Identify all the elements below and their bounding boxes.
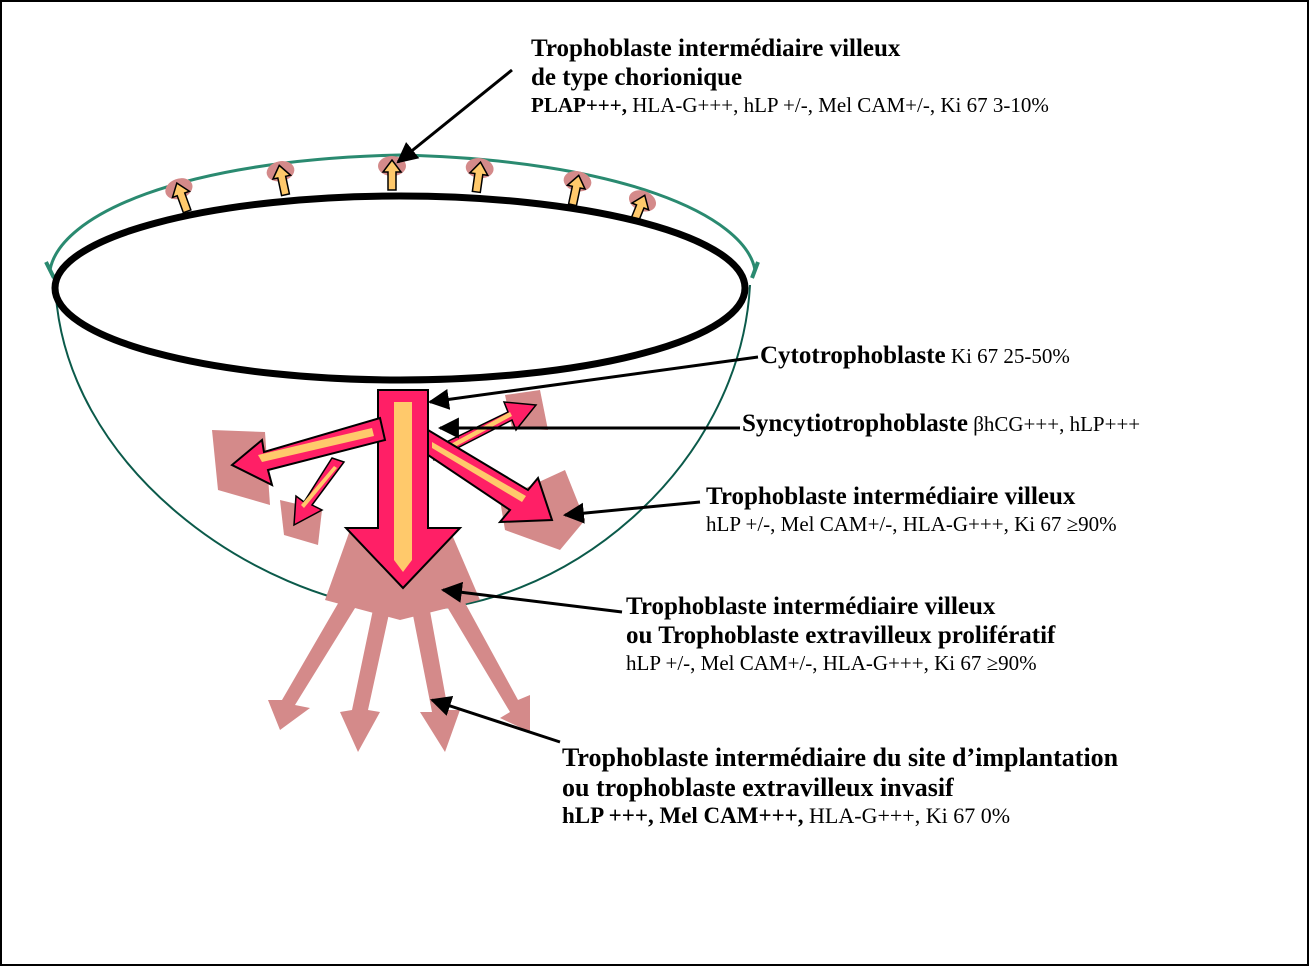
villous-ellipse (55, 196, 745, 380)
cytotrophoblaste-markers: Ki 67 25-50% (946, 344, 1070, 368)
left-arrow (232, 418, 385, 485)
invasif-title-1: Trophoblaste intermédiaire du site d’imp… (562, 743, 1118, 773)
invasif-title-2: ou trophoblaste extravilleux invasif (562, 773, 1118, 803)
syncytiotrophoblaste-markers: βhCG+++, hLP+++ (968, 412, 1140, 436)
villeux-markers: hLP +/-, Mel CAM+/-, HLA-G+++, Ki 67 ≥90… (706, 512, 1117, 536)
label-chorionique: Trophoblaste intermédiaire villeux de ty… (531, 35, 1049, 117)
label-villeux: Trophoblaste intermédiaire villeux hLP +… (706, 483, 1117, 536)
invasif-markers: HLA-G+++, Ki 67 0% (804, 803, 1010, 828)
proliferatif-title-2: ou Trophoblaste extravilleux proliférati… (626, 622, 1055, 651)
label-invasif: Trophoblaste intermédiaire du site d’imp… (562, 743, 1118, 829)
cytotrophoblaste-title: Cytotrophoblaste (760, 342, 946, 369)
chorionique-title-2: de type chorionique (531, 64, 1049, 93)
chorionique-title-1: Trophoblaste intermédiaire villeux (531, 35, 1049, 64)
label-syncytiotrophoblaste: Syncytiotrophoblaste βhCG+++, hLP+++ (742, 410, 1140, 439)
chorionique-markers-bold: PLAP+++, (531, 93, 627, 117)
villeux-title: Trophoblaste intermédiaire villeux (706, 483, 1117, 512)
label-proliferatif: Trophoblaste intermédiaire villeux ou Tr… (626, 593, 1055, 675)
right-arrow (428, 430, 552, 522)
chorionique-markers: HLA-G+++, hLP +/-, Mel CAM+/-, Ki 67 3-1… (627, 93, 1049, 117)
proliferatif-title-1: Trophoblaste intermédiaire villeux (626, 593, 1055, 622)
invasif-markers-bold: hLP +++, Mel CAM+++, (562, 803, 804, 828)
label-cytotrophoblaste: Cytotrophoblaste Ki 67 25-50% (760, 342, 1070, 371)
proliferatif-markers: hLP +/-, Mel CAM+/-, HLA-G+++, Ki 67 ≥90… (626, 651, 1055, 675)
syncytiotrophoblaste-title: Syncytiotrophoblaste (742, 410, 968, 437)
